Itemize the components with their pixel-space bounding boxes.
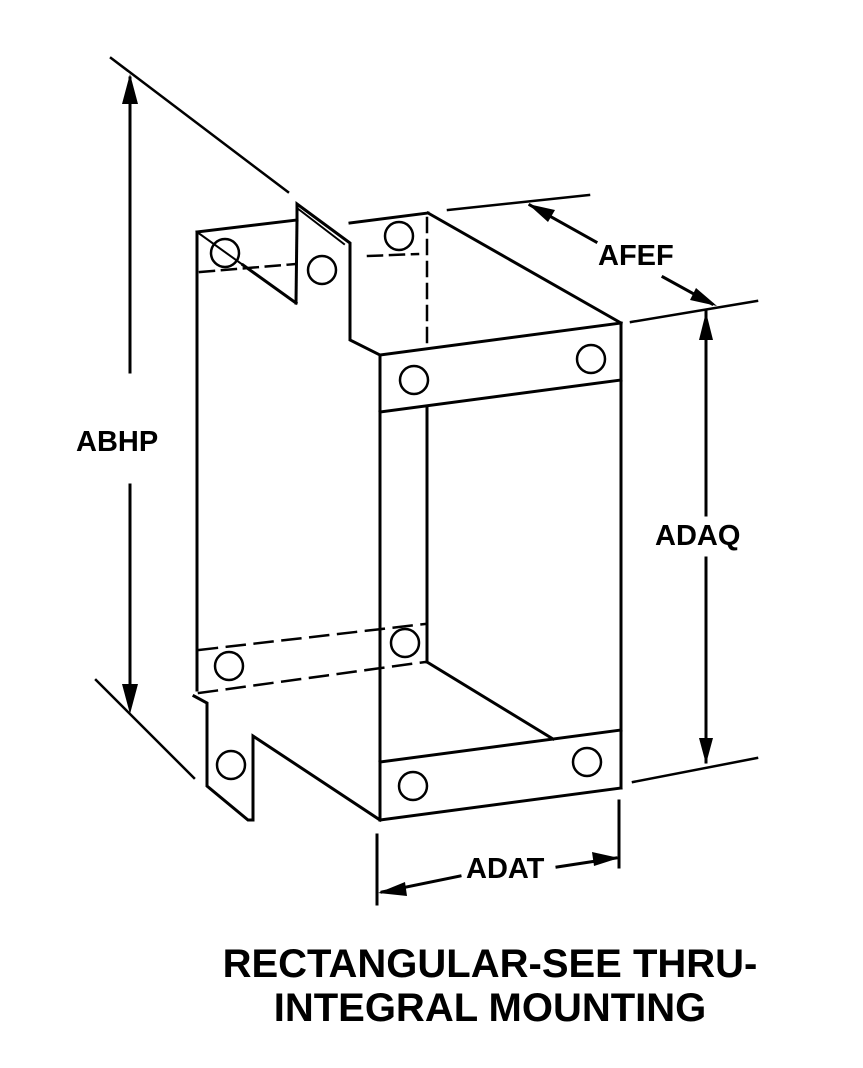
hole-icon: [575, 343, 607, 375]
hole-icon: [571, 746, 603, 778]
hole-icon: [209, 237, 241, 269]
dimension-label-abhp: ABHP: [76, 426, 159, 458]
hole-icon: [215, 749, 247, 781]
dimension-label-afef: AFEF: [598, 240, 674, 272]
hole-icon: [398, 364, 430, 396]
hole-icon: [213, 650, 245, 682]
back-panel: [195, 201, 624, 692]
diagram-caption: RECTANGULAR-SEE THRU- INTEGRAL MOUNTING: [150, 942, 830, 1030]
hole-icon: [397, 770, 429, 802]
hole-icon: [383, 220, 415, 252]
lower-mounting-tab: [191, 693, 383, 823]
adat-dimension: [375, 799, 621, 906]
abhp-extension-bottom: [94, 678, 196, 780]
hole-icon: [389, 627, 421, 659]
mounting-holes: [209, 220, 607, 802]
hole-icon: [306, 254, 338, 286]
front-frame: [378, 321, 623, 822]
dimension-label-adaq: ADAQ: [655, 520, 741, 552]
dimension-label-adat: ADAT: [466, 853, 545, 885]
hidden-lines-top: [198, 216, 429, 352]
hidden-lines-bottom: [197, 622, 427, 695]
caption-line-1: RECTANGULAR-SEE THRU-: [222, 942, 758, 986]
adaq-dimension: [631, 310, 759, 784]
abhp-dimension-line: [122, 74, 138, 714]
caption-line-2: INTEGRAL MOUNTING: [273, 986, 707, 1030]
afef-dimension: [446, 193, 759, 324]
abhp-extension-top: [109, 56, 290, 194]
